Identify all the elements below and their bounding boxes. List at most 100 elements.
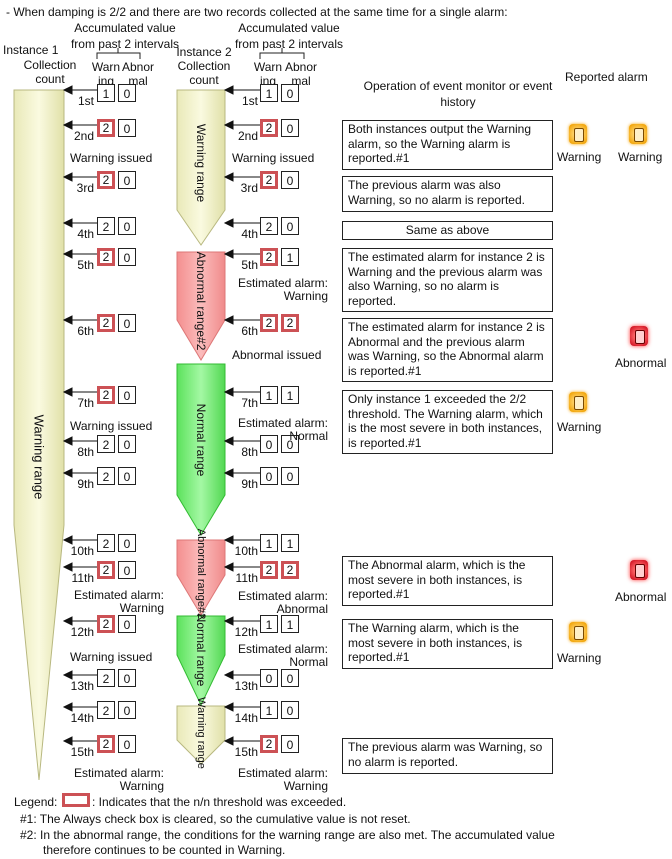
instance1-collection-label: Collection count [23, 58, 77, 86]
reported-warning-12th: Warning [557, 651, 602, 665]
warning-alarm-icon [629, 124, 647, 144]
i1-row-label: 9th [77, 477, 94, 491]
i1-warning-count-cell: 2 [97, 467, 115, 485]
i2-abnormal-count-cell: 0 [281, 217, 299, 235]
i2-row-label: 8th [241, 445, 258, 459]
reported-warning-2nd: Warning [618, 150, 663, 164]
i2-range-normal-1 [176, 363, 226, 536]
i2-row-label: 5th [241, 258, 258, 272]
operation-header: Operation of event monitor or event hist… [363, 79, 553, 109]
i2-range-label-6: Warning range [195, 697, 207, 769]
i2-row-label: 9th [241, 477, 258, 491]
i2-row-label: 14th [234, 711, 258, 725]
row-arrow-head [223, 85, 234, 95]
row-arrow-head [223, 736, 234, 746]
i1-abnormal-count-cell: 0 [118, 669, 136, 687]
i1-row-label: 1st [77, 94, 94, 108]
i2-warning-count-cell: 0 [260, 669, 278, 687]
i1-abnormal-count-cell: 0 [118, 386, 136, 404]
footnote-3: therefore continues to be counted in War… [43, 843, 286, 857]
i1-abnormal-count-cell: 0 [118, 735, 136, 753]
i1-row-label: 11th [71, 571, 94, 585]
page-header: - When damping is 2/2 and there are two … [6, 5, 508, 19]
i1-row-label: 4th [77, 227, 94, 241]
i1-abnormal-count-cell: 0 [118, 171, 136, 189]
legend-threshold-box [62, 793, 90, 807]
i2-warning-count-cell: 0 [260, 467, 278, 485]
i2-range-warning-1 [176, 89, 226, 246]
op-box-3rd: The previous alarm was also Warning, so … [342, 176, 553, 212]
i2-range-warning-2 [176, 705, 226, 765]
i2-note-5: Estimated alarm: Abnormal [237, 589, 328, 616]
op-box-6th: The estimated alarm for instance 2 is Ab… [342, 318, 553, 382]
i2-abnormal-count-cell: 2 [281, 314, 299, 332]
i1-note-2: Warning issued [70, 419, 153, 433]
i2-note-4: Estimated alarm: Normal [237, 416, 328, 443]
i2-abnormal-count-cell: 0 [281, 735, 299, 753]
i1-row-label: 7th [77, 396, 94, 410]
op-box-5th: The estimated alarm for instance 2 is Wa… [342, 248, 553, 312]
i2-warning-count-cell: 2 [260, 171, 278, 189]
i1-warning-count-cell: 2 [97, 314, 115, 332]
op-box-2nd: Both instances output the Warning alarm,… [342, 120, 553, 170]
op-box-11th: The Abnormal alarm, which is the most se… [342, 556, 553, 606]
i2-abnormal-count-cell: 0 [281, 467, 299, 485]
i2-row-label: 3rd [240, 181, 258, 195]
i1-abnormal-count-cell: 0 [118, 84, 136, 102]
op-box-4th: Same as above [342, 221, 553, 240]
i1-warning-count-cell: 2 [97, 669, 115, 687]
row-arrow-head [223, 702, 234, 712]
instance2-title: Instance 2 Collection count [176, 45, 232, 87]
i1-abnormal-count-cell: 0 [118, 467, 136, 485]
i1-abnormal-count-cell: 0 [118, 561, 136, 579]
row-arrow-head [223, 120, 234, 130]
i2-range-normal-2 [176, 615, 226, 707]
legend-label: Legend: [14, 795, 58, 809]
warning-alarm-icon [569, 392, 587, 412]
i2-warning-count-cell: 1 [260, 615, 278, 633]
reported-warning-7th: Warning [557, 420, 602, 434]
i2-warning-count-cell: 1 [260, 534, 278, 552]
i2-abnormal-count-cell: 1 [281, 386, 299, 404]
row-arrow-head [62, 120, 73, 130]
i2-range-abnormal-2 [176, 539, 226, 616]
i2-note-6: Estimated alarm: Normal [237, 642, 328, 669]
i1-row-label: 5th [77, 258, 94, 272]
i1-abnormal-count-cell: 0 [118, 119, 136, 137]
abnormal-alarm-icon [630, 326, 648, 346]
i1-warning-count-cell: 2 [97, 386, 115, 404]
i1-abnormal-count-cell: 0 [118, 217, 136, 235]
i1-warning-count-cell: 2 [97, 435, 115, 453]
footnote-2: #2: In the abnormal range, the condition… [20, 828, 555, 842]
i2-warning-count-cell: 2 [260, 561, 278, 579]
reported-alarm-header: Reported alarm [565, 70, 648, 84]
i1-note-4: Warning issued [70, 650, 153, 664]
i2-row-label: 6th [241, 324, 258, 338]
i1-warning-count-cell: 1 [97, 84, 115, 102]
row-arrow-head [62, 702, 73, 712]
row-arrow-head [223, 315, 234, 325]
i1-row-label: 6th [77, 324, 94, 338]
row-arrow-head [62, 315, 73, 325]
i1-warning-count-cell: 2 [97, 561, 115, 579]
i2-range-label-2: Abnormal range#2 [194, 251, 208, 351]
warning-alarm-icon [569, 124, 587, 144]
i2-range-label-3: Normal range [194, 403, 208, 477]
i2-warning-count-cell: 2 [260, 217, 278, 235]
i1-abnormal-count-cell: 0 [118, 615, 136, 633]
row-arrow-head [62, 736, 73, 746]
i1-row-label: 8th [77, 445, 94, 459]
i2-row-label: 12th [234, 625, 258, 639]
row-arrow-head [62, 218, 73, 228]
i2-warning-count-cell: 1 [260, 84, 278, 102]
i2-abnormal-count-cell: 0 [281, 84, 299, 102]
i2-warning-count-cell: 2 [260, 248, 278, 266]
i1-warning-count-cell: 2 [97, 119, 115, 137]
i2-warning-count-cell: 1 [260, 386, 278, 404]
row-arrow-head [223, 172, 234, 182]
i1-warning-count-cell: 2 [97, 248, 115, 266]
i2-row-label: 10th [234, 544, 258, 558]
instance2-accum-label: Accumulated value from past 2 intervals [234, 21, 344, 51]
i1-row-label: 2nd [73, 129, 94, 143]
